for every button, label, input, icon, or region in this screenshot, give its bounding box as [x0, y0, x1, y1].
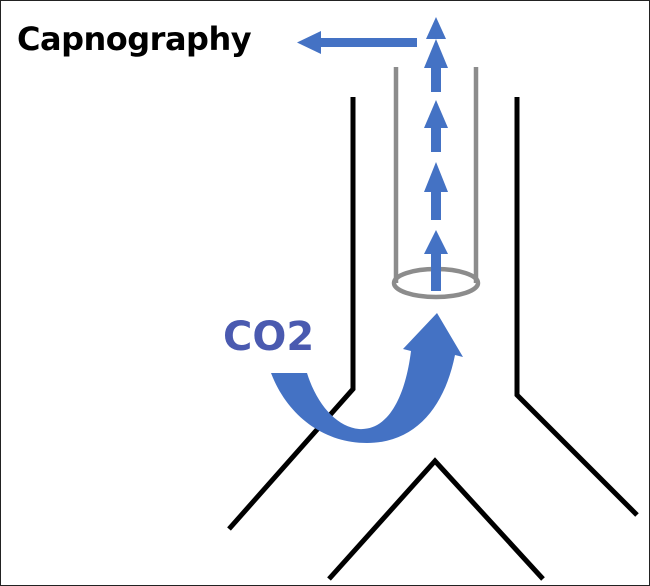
trachea-left-wall: [227, 97, 356, 531]
flow-dash: [431, 190, 441, 220]
flow-dash: [431, 251, 441, 291]
co2-label: CO2: [223, 314, 315, 360]
arrow-up-icon: [424, 100, 448, 128]
co2-flow-arrows: [424, 17, 448, 291]
output-arrow: [297, 31, 417, 54]
flow-dash: [431, 128, 441, 152]
airway-outline: [227, 97, 639, 581]
flow-dash: [431, 68, 441, 92]
arrow-left-icon: [297, 31, 321, 54]
arrow-up-icon: [424, 230, 448, 254]
capnography-label: Capnography: [17, 20, 252, 58]
sampling-tube: [391, 67, 481, 300]
arrow-up-icon: [424, 162, 448, 192]
output-arrow-shaft: [319, 38, 417, 47]
curved-arrow-icon: [271, 313, 463, 443]
carina: [327, 457, 545, 581]
trachea-right-wall: [514, 97, 639, 517]
arrow-up-icon: [426, 17, 446, 39]
arrow-up-icon: [424, 39, 448, 68]
